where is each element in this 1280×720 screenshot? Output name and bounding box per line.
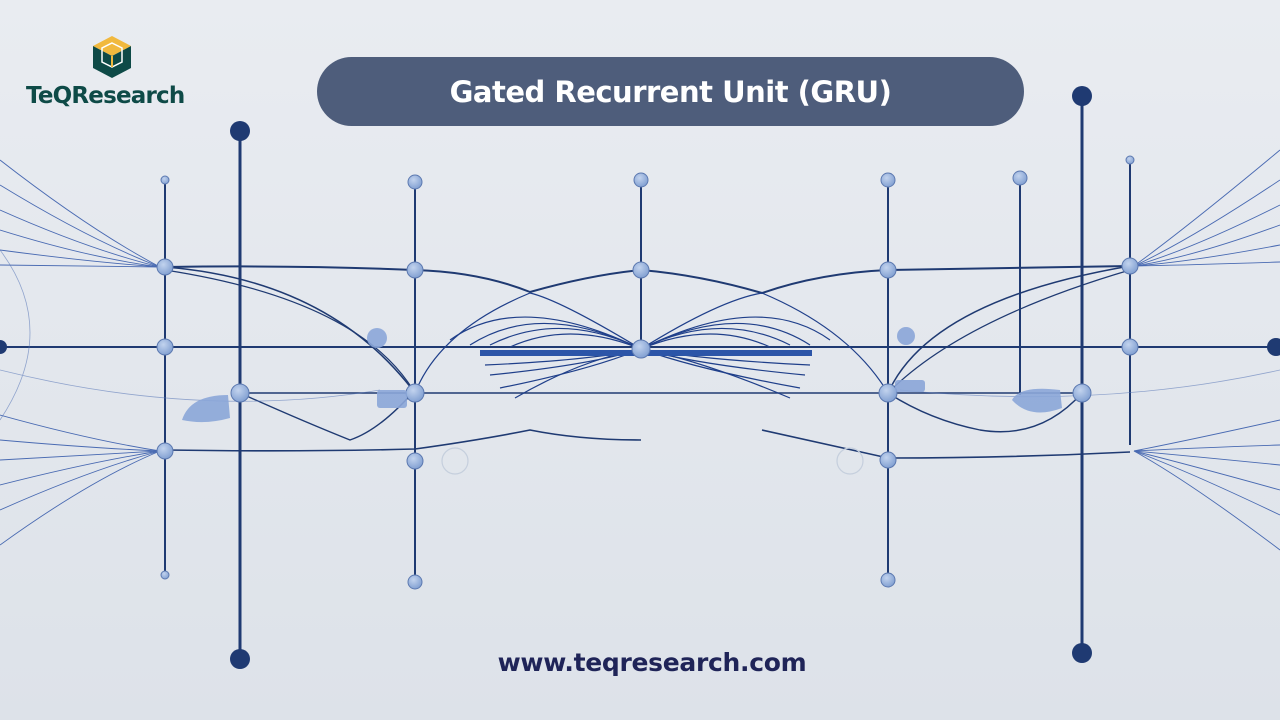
page-title: Gated Recurrent Unit (GRU): [449, 74, 892, 109]
brand-name: TeQResearch: [26, 83, 185, 109]
website-url: www.teqresearch.com: [497, 648, 807, 677]
hexagon-cube-icon: [93, 36, 131, 78]
title-banner: Gated Recurrent Unit (GRU): [317, 57, 1024, 126]
brand-logo: TeQResearch: [26, 35, 201, 115]
